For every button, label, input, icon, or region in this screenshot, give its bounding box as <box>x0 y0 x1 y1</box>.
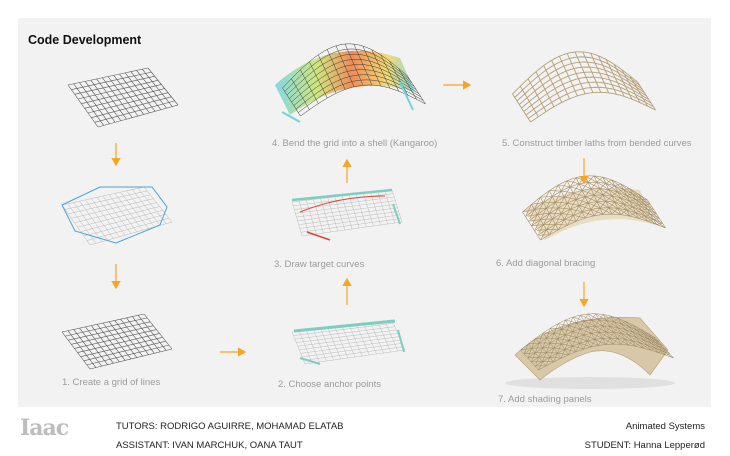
step6-bracing-illustration <box>522 175 666 241</box>
step-label-2: 2. Choose anchor points <box>278 379 381 390</box>
step3-curves-illustration <box>291 188 403 241</box>
flow-arrows <box>111 80 589 357</box>
step2-anchor-illustration <box>291 319 406 365</box>
step7-panels-illustration <box>505 313 675 389</box>
base-grid-illustration <box>61 313 173 370</box>
page-title: Code Development <box>28 33 142 47</box>
step-label-7: 7. Add shading panels <box>498 394 592 405</box>
step-label-6: 6. Add diagonal bracing <box>496 258 596 269</box>
assistant-text: ASSISTANT: IVAN MARCHUK, OANA TAUT <box>116 440 303 451</box>
step-label-1: 1. Create a grid of lines <box>62 377 161 388</box>
course-text: Animated Systems <box>625 421 705 432</box>
step-label-3: 3. Draw target curves <box>274 259 365 270</box>
step4-shell-illustration <box>275 43 426 123</box>
student-text: STUDENT: Hanna Lepperød <box>584 440 705 451</box>
outline-grid-illustration <box>61 186 173 246</box>
step5-laths-illustration <box>512 51 656 123</box>
step-label-5: 5. Construct timber laths from bended cu… <box>502 138 692 149</box>
iaac-logo: Iaac <box>20 415 69 441</box>
step1-grid-illustration <box>67 67 179 128</box>
tutors-text: TUTORS: RODRIGO AGUIRRE, MOHAMAD ELATAB <box>116 421 344 432</box>
step-label-4: 4. Bend the grid into a shell (Kangaroo) <box>272 138 438 149</box>
